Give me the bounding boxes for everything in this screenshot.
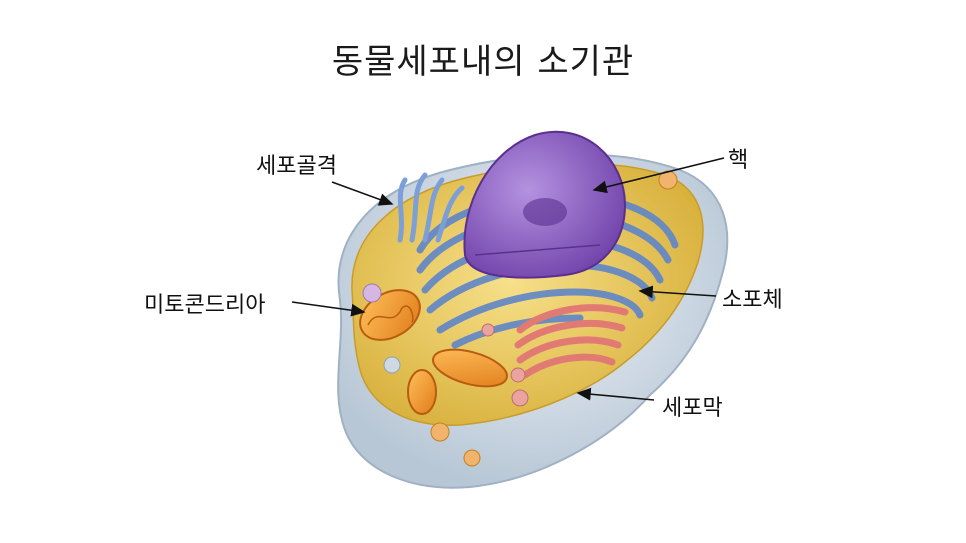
label-lysosome: 소포체 (722, 288, 783, 313)
nucleus (463, 130, 627, 279)
mitochondrion (407, 369, 437, 415)
leader-nucleus (592, 157, 725, 194)
cytoskeleton (397, 172, 465, 243)
leader-lysosome (638, 285, 717, 299)
label-nucleus: 핵 (728, 148, 749, 173)
leader-mitochondria (291, 301, 366, 317)
leader-golgi (331, 181, 394, 206)
mitochondrion (432, 348, 508, 388)
leader-membrane (576, 387, 655, 401)
label-membrane: 세포막 (662, 396, 723, 421)
label-golgi: 세포골격 (256, 154, 337, 179)
label-mitochondria: 미토콘드리아 (144, 293, 266, 318)
diagram-title: 동물세포내의 소기관 (331, 42, 635, 82)
mitochondrion (359, 289, 421, 341)
golgi-apparatus (514, 304, 629, 379)
